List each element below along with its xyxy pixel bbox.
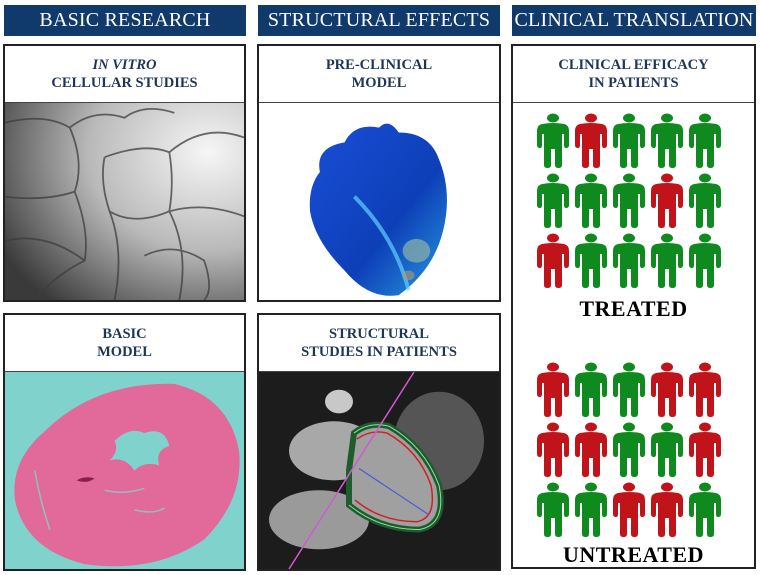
person-icon [575, 173, 607, 228]
microscopy-image [5, 103, 244, 300]
header-label: BASIC RESEARCH [39, 9, 211, 31]
person-icon [575, 422, 607, 477]
untreated-label: UNTREATED [562, 542, 704, 567]
title-line: IN VITRO [92, 57, 157, 73]
person-icon [651, 233, 683, 288]
person-icon [537, 233, 569, 288]
title-line: BASIC [102, 326, 147, 342]
header-clinical-translation: CLINICAL TRANSLATION [512, 5, 756, 36]
panel-in-vitro: IN VITRO CELLULAR STUDIES [3, 44, 246, 302]
title-line: PRE-CLINICAL [325, 57, 433, 73]
untreated-people-grid [535, 362, 725, 542]
title-line: MODEL [97, 344, 152, 360]
treated-label: TREATED [579, 296, 688, 321]
person-icon [651, 482, 683, 537]
panel-title: CLINICAL EFFICACY IN PATIENTS [513, 46, 754, 103]
person-icon [575, 362, 607, 417]
person-icon [575, 233, 607, 288]
title-line: MODEL [351, 75, 407, 91]
panel-title: PRE-CLINICAL MODEL [259, 46, 499, 103]
person-icon [651, 422, 683, 477]
person-icon [613, 362, 645, 417]
person-icon [689, 233, 721, 288]
person-icon [613, 173, 645, 228]
header-structural-effects: STRUCTURAL EFFECTS [258, 5, 500, 36]
person-icon [689, 482, 721, 537]
heart-3d-image [259, 103, 499, 300]
treated-people-grid [535, 113, 725, 293]
person-icon [651, 362, 683, 417]
panel-basic-model: BASIC MODEL [3, 313, 246, 571]
title-line: CLINICAL EFFICACY [558, 57, 709, 73]
person-icon [689, 422, 721, 477]
person-icon [537, 113, 569, 168]
person-icon [651, 113, 683, 168]
person-icon [613, 233, 645, 288]
histology-image [5, 372, 244, 569]
person-icon [537, 422, 569, 477]
person-icon [613, 482, 645, 537]
title-line: STRUCTURAL [329, 326, 429, 342]
cardiac-mri-image [259, 371, 499, 569]
person-icon [537, 173, 569, 228]
title-line: CELLULAR STUDIES [51, 75, 198, 91]
person-icon [537, 362, 569, 417]
header-label: CLINICAL TRANSLATION [514, 9, 754, 31]
panel-title: IN VITRO CELLULAR STUDIES [5, 46, 244, 103]
panel-clinical-efficacy: CLINICAL EFFICACY IN PATIENTS TREATED UN… [511, 44, 756, 569]
header-label: STRUCTURAL EFFECTS [267, 9, 491, 31]
person-icon [689, 113, 721, 168]
person-icon [689, 173, 721, 228]
header-basic-research: BASIC RESEARCH [4, 5, 246, 36]
person-icon [613, 113, 645, 168]
title-line: IN PATIENTS [588, 75, 679, 91]
person-icon [613, 422, 645, 477]
panel-structural-studies: STRUCTURAL STUDIES IN PATIENTS [257, 313, 501, 571]
person-icon [689, 362, 721, 417]
panel-pre-clinical: PRE-CLINICAL MODEL [257, 44, 501, 302]
person-icon [575, 113, 607, 168]
title-line: STUDIES IN PATIENTS [301, 344, 457, 360]
person-icon [575, 482, 607, 537]
panel-title: STRUCTURAL STUDIES IN PATIENTS [259, 315, 499, 372]
panel-title: BASIC MODEL [5, 315, 244, 372]
person-icon [537, 482, 569, 537]
person-icon [651, 173, 683, 228]
